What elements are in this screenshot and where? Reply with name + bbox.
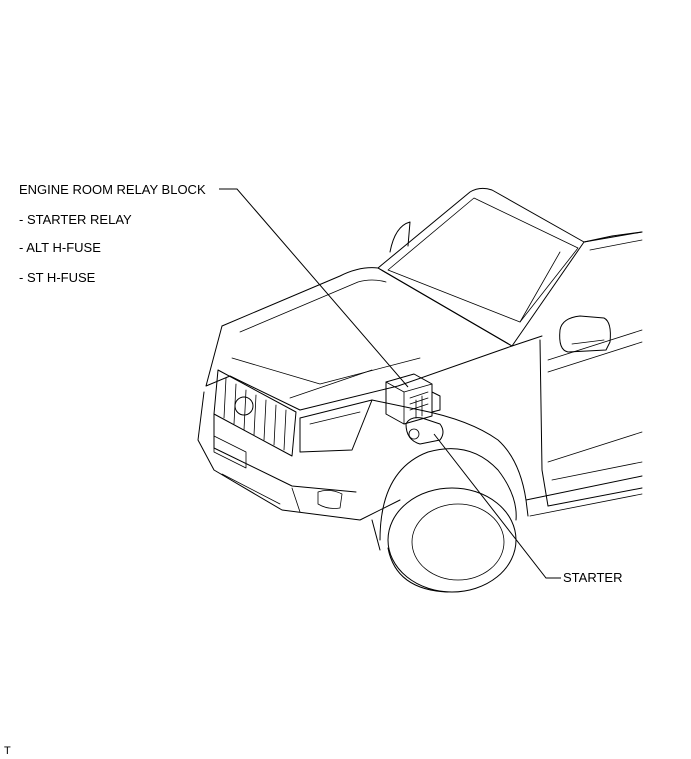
side-mirror — [559, 315, 611, 353]
front-fender — [371, 399, 529, 517]
engine-room-relay-block-label: ENGINE ROOM RELAY BLOCK — [19, 182, 206, 197]
hood-outline — [221, 267, 513, 347]
relay-block-component — [385, 373, 433, 425]
emblem — [234, 396, 254, 416]
front-tire — [387, 487, 517, 593]
windshield-inner — [387, 197, 579, 323]
front-bumper — [197, 391, 401, 521]
starter-relay-label: - STARTER RELAY — [19, 212, 132, 227]
front-grille — [213, 369, 297, 457]
relay-block-leader-line — [219, 188, 409, 388]
st-h-fuse-label: - ST H-FUSE — [19, 270, 96, 285]
figure-code: T — [4, 745, 11, 757]
alt-h-fuse-label: - ALT H-FUSE — [19, 240, 101, 255]
starter-leader-line — [433, 433, 561, 579]
windshield-outline — [377, 187, 643, 269]
headlight — [299, 399, 373, 453]
starter-label: STARTER — [563, 570, 623, 585]
